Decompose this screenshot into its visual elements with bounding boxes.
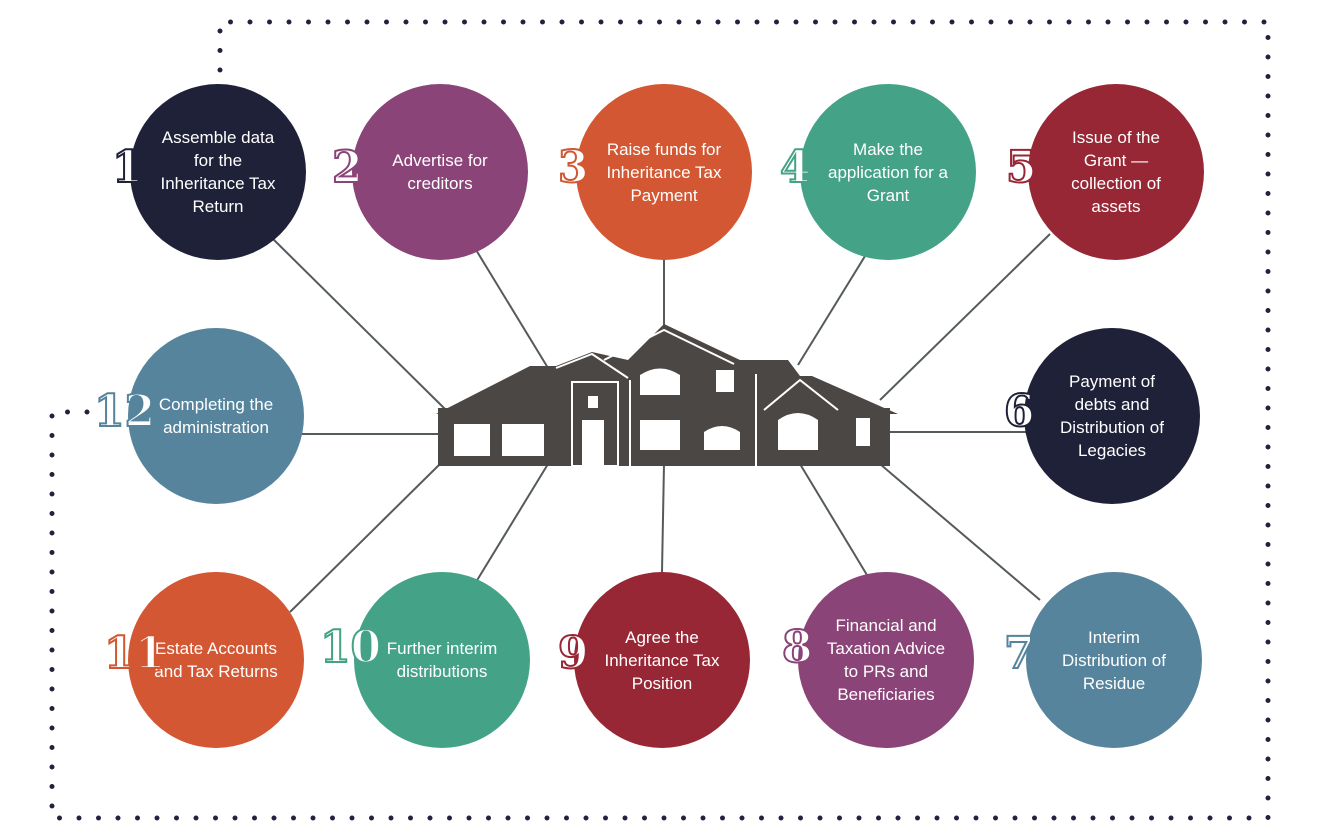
step-12-number: 12 xyxy=(93,386,156,437)
step-8-circle: Financial and Taxation Advice to PRs and… xyxy=(798,572,974,748)
step-4-text: Make the application for a Grant xyxy=(827,139,949,205)
step-3-text: Raise funds for Inheritance Tax Payment xyxy=(606,139,722,205)
step-11-number: 11 xyxy=(103,628,166,679)
house-illustration xyxy=(436,324,898,467)
step-2-number: 2 xyxy=(331,142,364,193)
step-11-text: Estate Accounts and Tax Returns xyxy=(154,639,278,681)
step-1-text: Assemble data for the Inheritance Tax Re… xyxy=(160,128,276,216)
step-4-number: 4 xyxy=(779,142,812,193)
step-6-number: 6 xyxy=(1003,386,1036,437)
step-4-circle: Make the application for a Grant xyxy=(800,84,976,260)
connector-2 xyxy=(469,239,549,369)
step-5-number: 5 xyxy=(1005,142,1038,193)
step-12-circle: Completing the administration xyxy=(128,328,304,504)
step-5-text: Issue of the Grant — collection of asset… xyxy=(1071,128,1161,216)
step-12-text: Completing the administration xyxy=(158,395,274,437)
step-9-text: Agree the Inheritance Tax Position xyxy=(604,627,720,693)
connector-9 xyxy=(661,463,665,573)
step-2-text: Advertise for creditors xyxy=(392,151,488,193)
step-8-text: Financial and Taxation Advice to PRs and… xyxy=(826,616,946,704)
step-1-circle: Assemble data for the Inheritance Tax Re… xyxy=(130,84,306,260)
connector-lines xyxy=(269,233,1051,613)
connector-4 xyxy=(797,247,871,366)
step-7-text: Interim Distribution of Residue xyxy=(1062,627,1166,693)
connector-11 xyxy=(289,463,441,613)
step-10-text: Further interim distributions xyxy=(386,639,498,681)
step-9-number: 9 xyxy=(557,628,590,679)
step-6-circle: Payment of debts and Distribution of Leg… xyxy=(1024,328,1200,504)
step-2-circle: Advertise for creditors xyxy=(352,84,528,260)
connector-1 xyxy=(269,235,447,411)
connector-10 xyxy=(475,463,549,583)
step-3-circle: Raise funds for Inheritance Tax Payment xyxy=(576,84,752,260)
step-10-number: 10 xyxy=(319,622,382,673)
step-11-circle: Estate Accounts and Tax Returns xyxy=(128,572,304,748)
step-8-number: 8 xyxy=(781,622,814,673)
connector-7 xyxy=(879,463,1041,601)
step-10-circle: Further interim distributions xyxy=(354,572,530,748)
step-3-number: 3 xyxy=(557,142,590,193)
step-6-text: Payment of debts and Distribution of Leg… xyxy=(1060,372,1164,460)
step-7-number: 7 xyxy=(1003,628,1036,679)
step-1-number: 1 xyxy=(111,142,144,193)
step-9-circle: Agree the Inheritance Tax Position xyxy=(574,572,750,748)
connector-5 xyxy=(879,233,1051,401)
step-7-circle: Interim Distribution of Residue xyxy=(1026,572,1202,748)
dotted-border xyxy=(49,19,1271,821)
connector-8 xyxy=(799,463,871,581)
step-5-circle: Issue of the Grant — collection of asset… xyxy=(1028,84,1204,260)
